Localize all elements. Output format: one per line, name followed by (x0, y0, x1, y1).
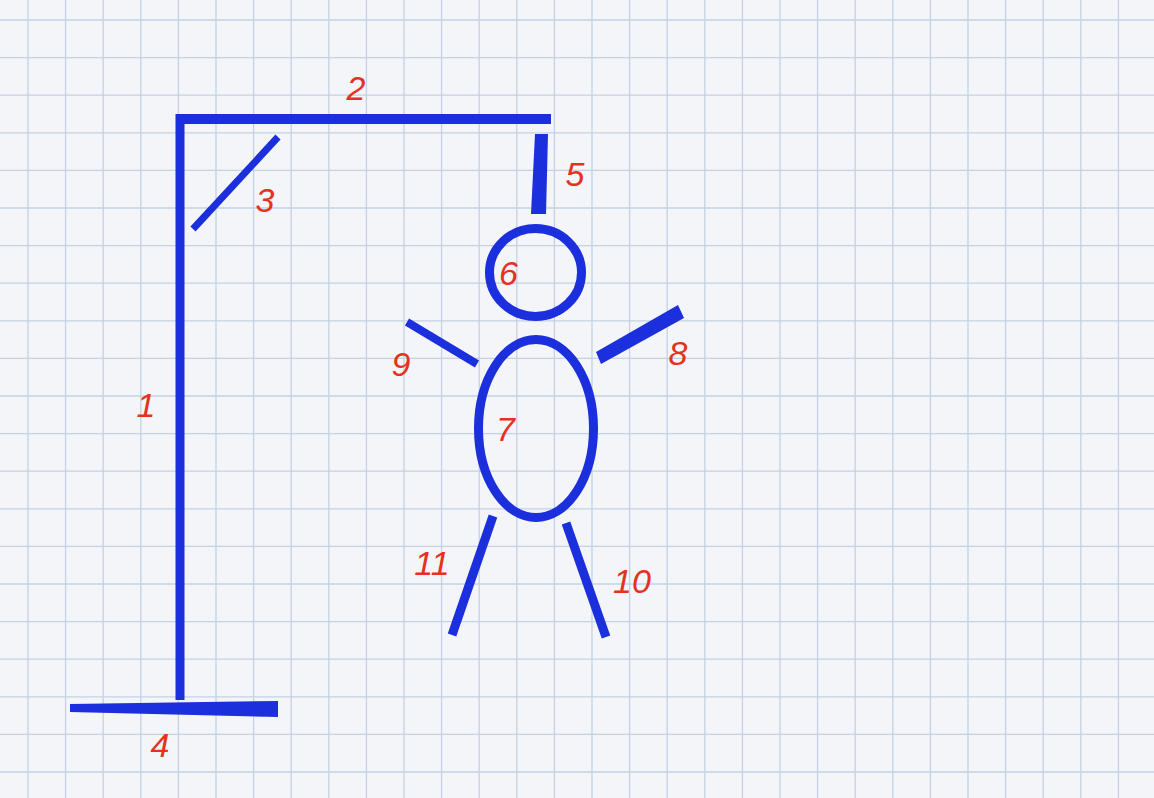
callout-number: 11 (414, 546, 449, 580)
gallows-base (70, 701, 278, 717)
grid-line (0, 471, 1154, 472)
callout-number: 8 (669, 336, 688, 370)
callout-number: 5 (566, 157, 585, 191)
grid-line (0, 771, 1154, 772)
grid-line (0, 583, 1154, 584)
grid-line (103, 0, 104, 798)
grid-line (892, 0, 893, 798)
grid-line (0, 95, 1154, 96)
right-leg (566, 523, 606, 637)
grid-line (779, 0, 780, 798)
grid-line (0, 320, 1154, 321)
grid-line (0, 659, 1154, 660)
grid-line (0, 207, 1154, 208)
grid-line (1005, 0, 1006, 798)
grid-line (0, 19, 1154, 20)
grid-line (742, 0, 743, 798)
callout-number: 3 (256, 183, 275, 217)
body-ellipse-outline (479, 340, 594, 518)
grid-line (967, 0, 968, 798)
callout-number: 1 (137, 388, 156, 422)
rope (531, 134, 548, 214)
grid-line (1080, 0, 1081, 798)
grid-line (554, 0, 555, 798)
gallows-brace (193, 137, 278, 229)
grid-line (0, 734, 1154, 735)
grid-line (704, 0, 705, 798)
grid-line (0, 696, 1154, 697)
grid-line (0, 433, 1154, 434)
grid-line (65, 0, 66, 798)
grid-line (817, 0, 818, 798)
left-arm (407, 322, 477, 364)
callout-number: 2 (347, 71, 366, 105)
grid-line (0, 395, 1154, 396)
callout-number: 10 (613, 564, 651, 598)
left-leg (452, 516, 493, 635)
grid-line (0, 57, 1154, 58)
grid-line (629, 0, 630, 798)
head-circle-outline (490, 229, 582, 317)
grid-line (855, 0, 856, 798)
grid-line (1043, 0, 1044, 798)
gallows-beam (176, 114, 551, 124)
callout-number: 7 (496, 412, 515, 446)
head-circle: 6 (485, 224, 586, 321)
grid-line (667, 0, 668, 798)
grid-line (0, 508, 1154, 509)
grid-line (0, 621, 1154, 622)
outline (474, 335, 598, 522)
callout-number: 9 (392, 347, 411, 381)
gallows-post (176, 114, 185, 700)
callout-number: 4 (151, 728, 170, 762)
grid-line (0, 132, 1154, 133)
body-ellipse: 7 (474, 335, 598, 522)
callout-number: 6 (499, 256, 518, 290)
grid-line (1118, 0, 1119, 798)
grid-line (27, 0, 28, 798)
grid-line (930, 0, 931, 798)
